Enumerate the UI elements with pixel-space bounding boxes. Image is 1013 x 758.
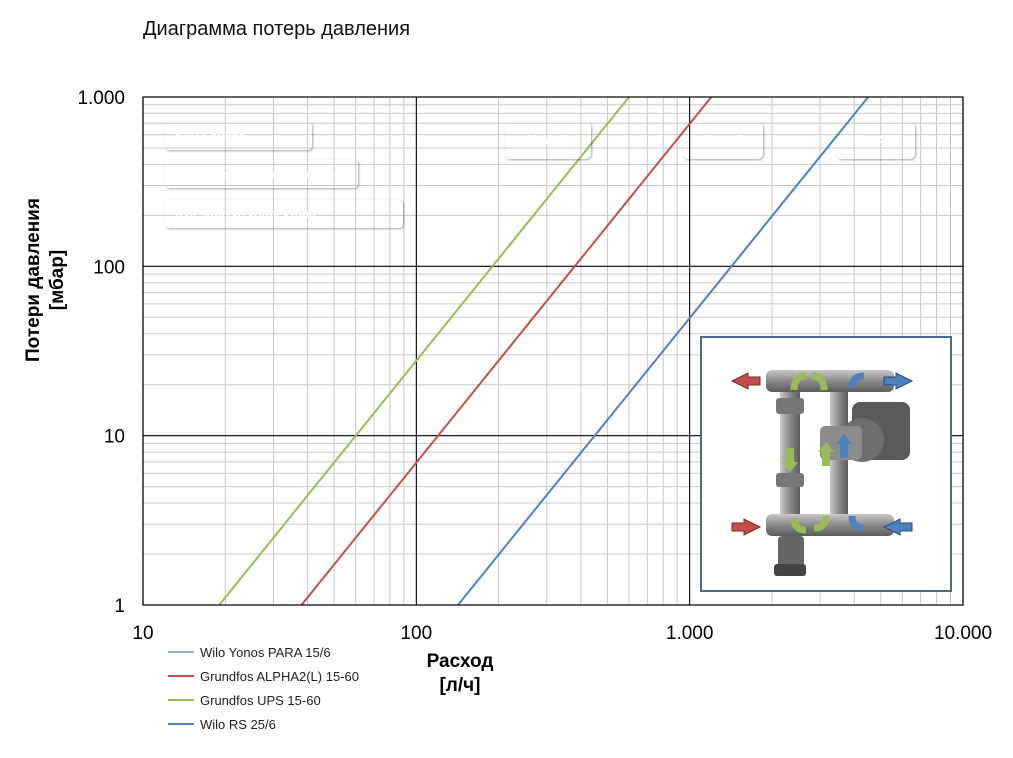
red-arrow-right-icon: [731, 518, 762, 536]
blue-arrow-left-icon: [882, 518, 913, 536]
y-tick-label: 10: [104, 427, 125, 448]
y-axis-label: Потери давления [мбар]: [23, 198, 68, 362]
y-tick-label: 1.000: [77, 88, 125, 109]
x-tick-label: 100: [400, 623, 432, 644]
legend-label: Grundfos ALPHA2(L) 15-60: [200, 668, 359, 684]
chart-legend: Wilo Yonos PARA 15/6 Grundfos ALPHA2(L) …: [168, 640, 359, 736]
legend-swatch: [168, 723, 194, 725]
legend-label: Wilo RS 25/6: [200, 716, 276, 732]
legend-swatch: [168, 651, 194, 653]
legend-item: Grundfos ALPHA2(L) 15-60: [168, 664, 359, 688]
legend-item: Wilo RS 25/6: [168, 712, 359, 736]
green-bend-icon: [790, 372, 807, 391]
x-tick-label: 1.000: [666, 623, 714, 644]
minor-grid: [143, 97, 963, 605]
x-axis-label: Расход [л/ч]: [426, 651, 494, 696]
legend-label: Wilo Yonos PARA 15/6: [200, 644, 331, 660]
legend-swatch: [168, 699, 194, 701]
series-line-kv-1: [300, 96, 713, 606]
pump-group-drawing: [730, 370, 914, 576]
series-line-kv-0: [218, 96, 630, 606]
y-tick-label: 100: [93, 257, 125, 278]
series-line-kv-2: [457, 96, 869, 606]
legend-item: Wilo Yonos PARA 15/6: [168, 640, 359, 664]
red-arrow-left-icon: [730, 372, 761, 390]
y-tick-label: 1: [114, 596, 125, 617]
plot-frame: [142, 96, 964, 606]
top-pipe: [766, 370, 894, 392]
blue-arrow-right-icon: [883, 372, 914, 390]
x-tick-label: 10.000: [934, 623, 992, 644]
legend-item: Grundfos UPS 15-60: [168, 688, 359, 712]
legend-swatch: [168, 675, 194, 677]
bottom-pipe: [766, 514, 894, 536]
series-lines: [218, 96, 869, 606]
x-tick-label: 10: [132, 623, 153, 644]
chart-title: Диаграмма потерь давления: [143, 18, 411, 40]
valve-stem: [778, 536, 804, 570]
tick-labels: 10 100 1.000 10.000 1 10 100 1.000: [77, 88, 992, 644]
pump-group-illustration: [700, 336, 952, 592]
legend-label: Grundfos UPS 15-60: [200, 692, 321, 708]
